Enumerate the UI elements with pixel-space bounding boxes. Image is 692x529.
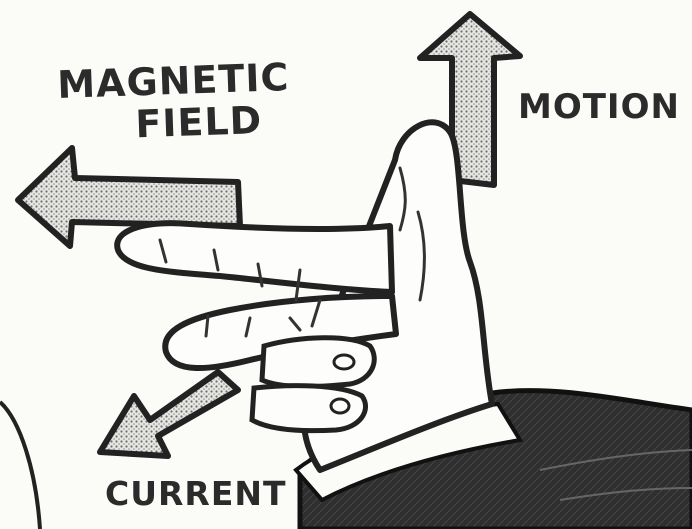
index-finger <box>117 223 392 292</box>
curled-finger-1 <box>262 338 374 387</box>
motion-label: MOTION <box>518 90 680 126</box>
magnetic-field-label: MAGNETIC FIELD <box>57 58 292 148</box>
current-arrow <box>100 372 238 456</box>
current-label: CURRENT <box>105 477 287 512</box>
bubble-edge <box>0 402 40 529</box>
magnetic-label-line2: FIELD <box>106 100 291 146</box>
